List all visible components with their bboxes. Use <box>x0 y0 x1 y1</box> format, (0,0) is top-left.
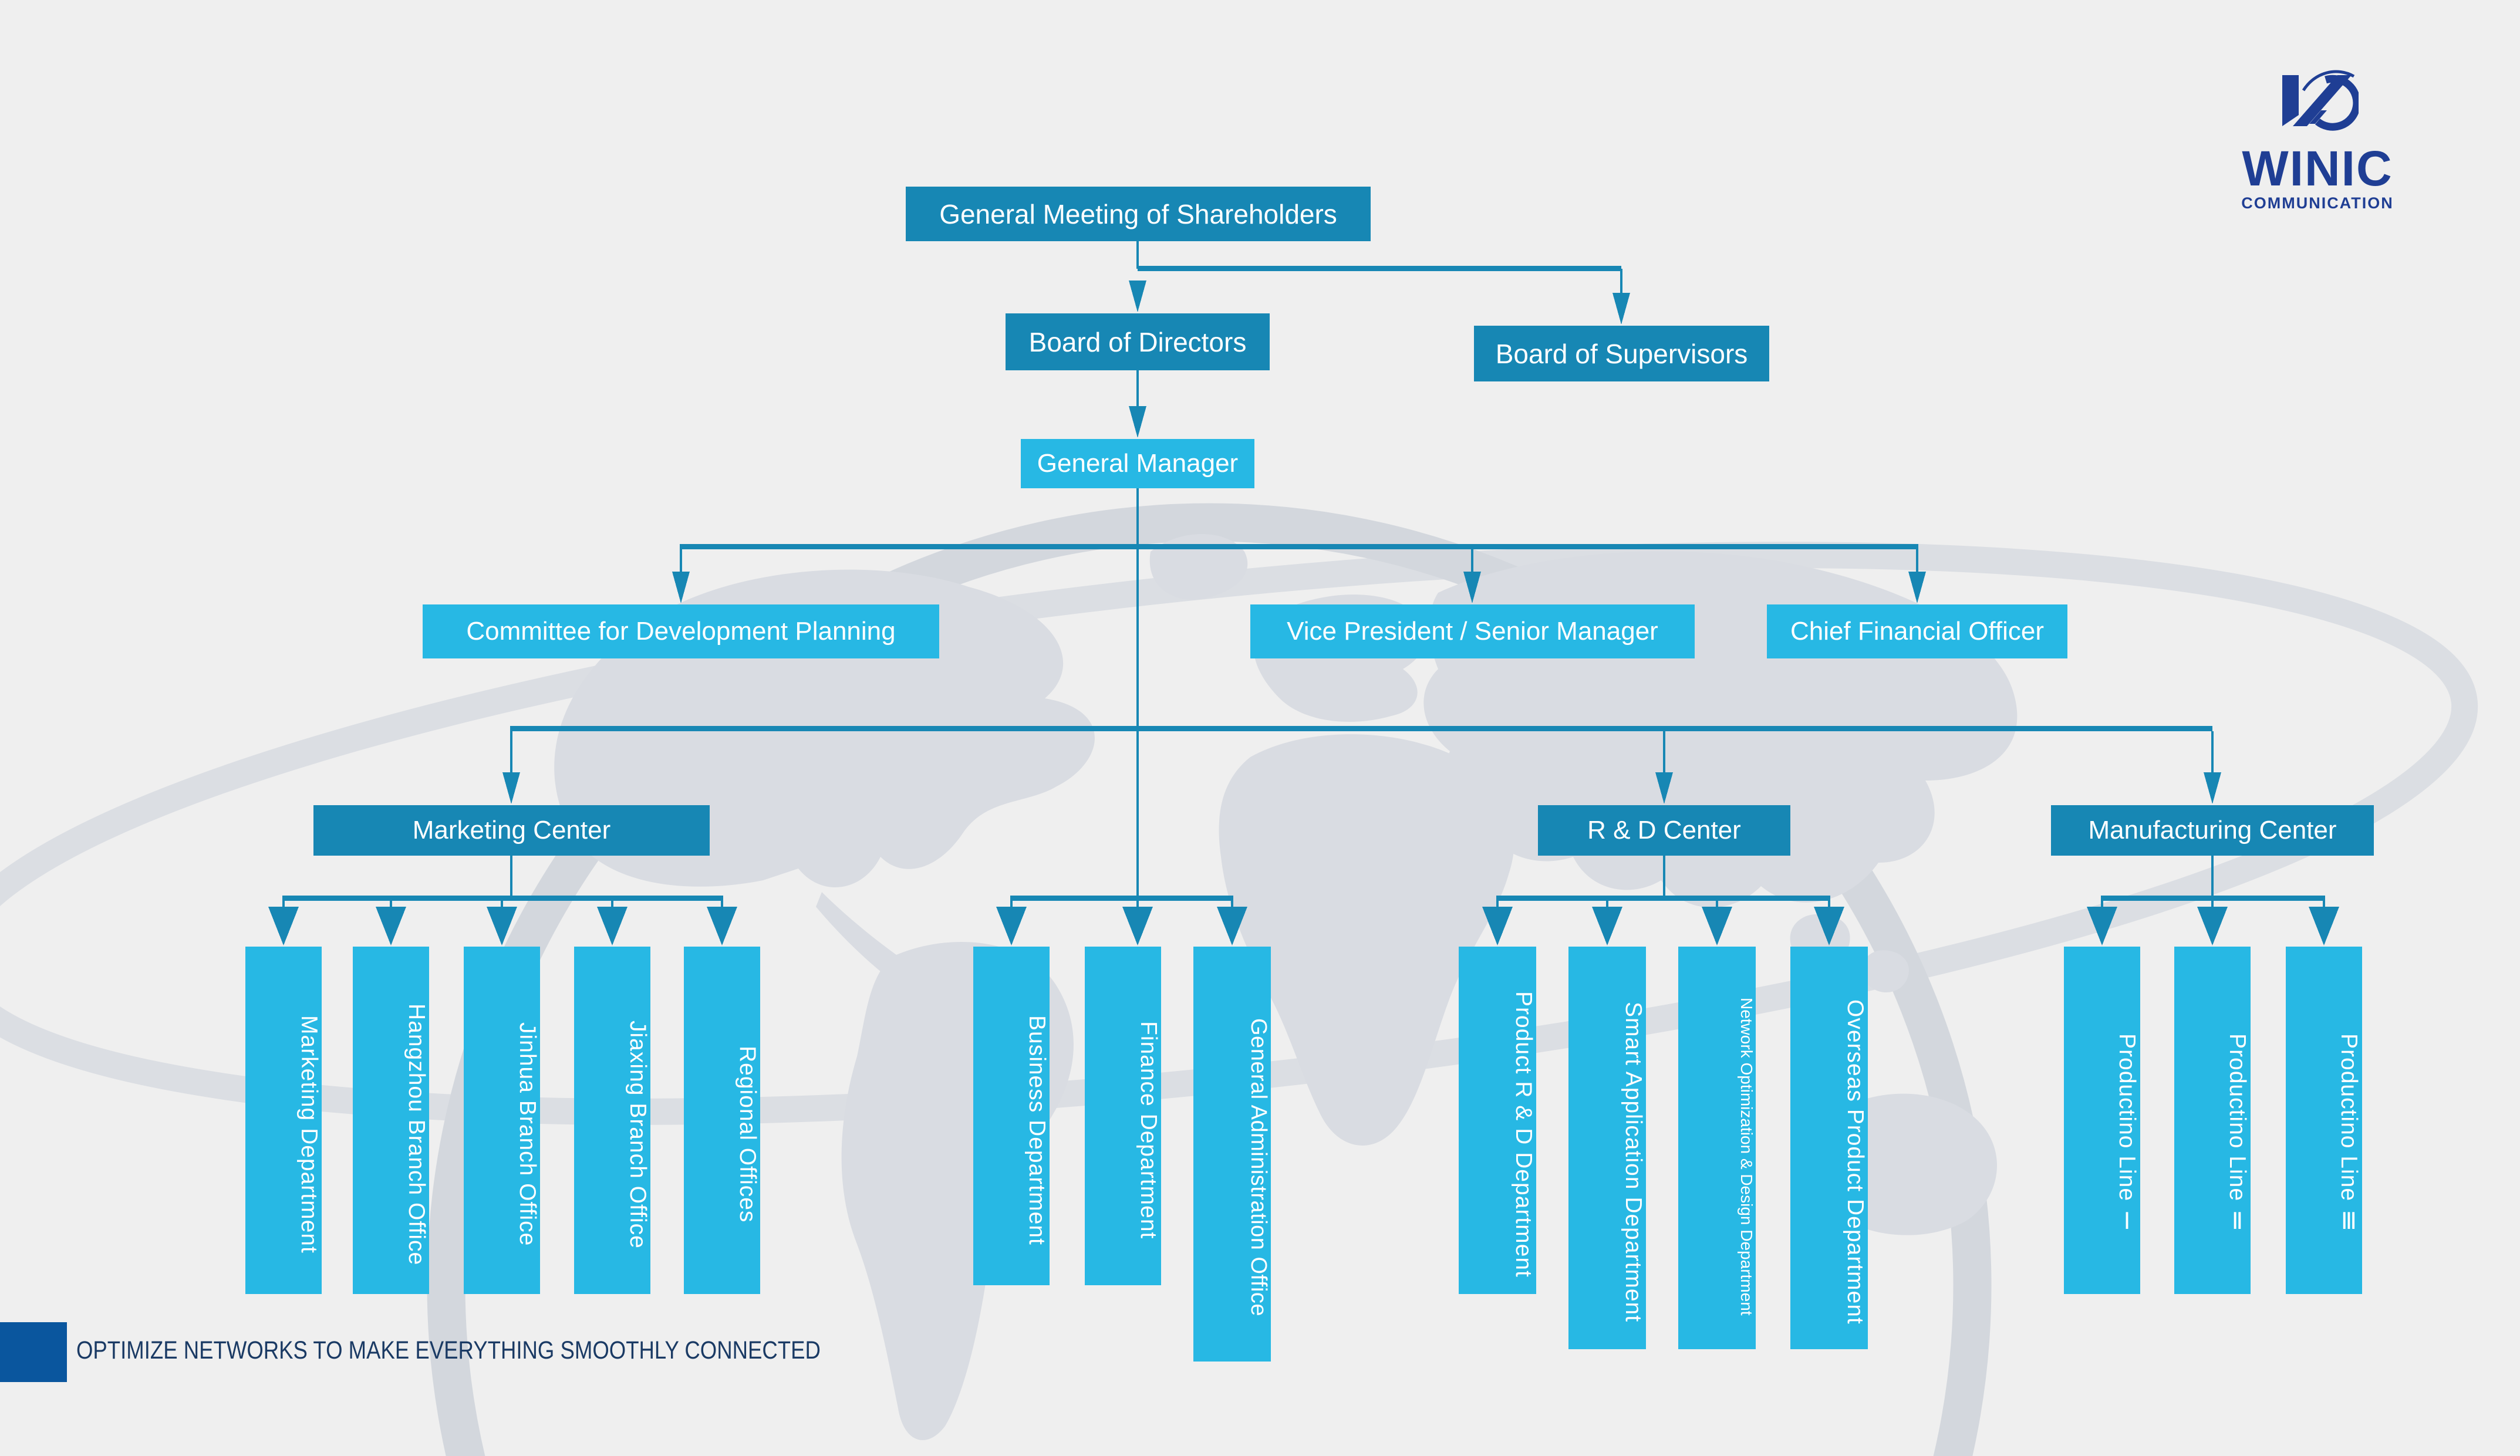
winic-logo-subtitle: COMMUNICATION <box>2241 194 2394 212</box>
node-jinhua-branch-office: Jinhua Branch Office <box>464 947 540 1294</box>
node-board-of-supervisors: Board of Supervisors <box>1474 326 1769 381</box>
node-vice-president-senior-manager: Vice President / Senior Manager <box>1250 604 1695 658</box>
node-regional-offices: Regional Offices <box>684 947 760 1294</box>
node-committee-development-planning: Committee for Development Planning <box>423 604 939 658</box>
node-general-meeting-of-shareholders: General Meeting of Shareholders <box>906 187 1371 241</box>
node-jiaxing-branch-office: Jiaxing Branch Office <box>574 947 650 1294</box>
winic-logo-text: WINIC <box>2242 141 2393 196</box>
node-marketing-department: Marketing Department <box>245 947 322 1294</box>
node-general-manager: General Manager <box>1021 439 1254 488</box>
node-production-line-1: Productino Line Ⅰ <box>2064 947 2140 1294</box>
node-finance-department: Finance Department <box>1085 947 1161 1285</box>
node-business-department: Business Department <box>973 947 1050 1285</box>
node-production-line-3: Productino Line Ⅲ <box>2286 947 2362 1294</box>
tagline-accent-square <box>0 1322 67 1382</box>
node-general-administration-office: General Administration Office <box>1193 947 1271 1362</box>
node-chief-financial-officer: Chief Financial Officer <box>1767 604 2067 658</box>
node-product-rd-department: Product R & D Department <box>1459 947 1536 1294</box>
node-production-line-2: Productino Line Ⅱ <box>2174 947 2251 1294</box>
winic-logo: WINIC COMMUNICATION <box>2229 65 2406 211</box>
node-board-of-directors: Board of Directors <box>1006 313 1270 370</box>
winic-logo-emblem <box>2282 70 2361 131</box>
node-rd-center: R & D Center <box>1538 805 1790 856</box>
node-marketing-center: Marketing Center <box>313 805 710 856</box>
node-overseas-product-department: Overseas Product Department <box>1790 947 1868 1349</box>
node-manufacturing-center: Manufacturing Center <box>2051 805 2374 856</box>
node-hangzhou-branch-office: Hangzhou Branch Office <box>353 947 429 1294</box>
node-smart-application-department: Smart Application Department <box>1568 947 1646 1349</box>
node-network-optimization-design-department: Network Optimization & Design Department <box>1678 947 1756 1349</box>
tagline-text: OPTIMIZE NETWORKS TO MAKE EVERYTHING SMO… <box>76 1336 821 1364</box>
